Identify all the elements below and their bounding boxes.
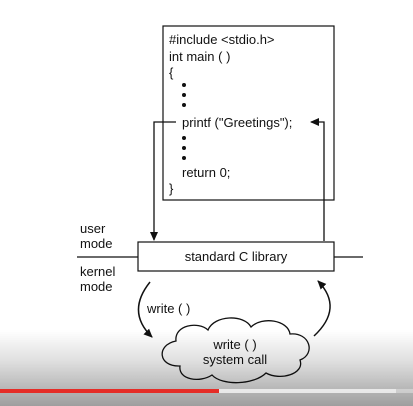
library-label: standard C library <box>185 249 288 264</box>
system-call-cloud <box>161 317 310 384</box>
dot <box>182 136 186 140</box>
system-call-label-line2: system call <box>203 352 267 367</box>
dot <box>182 103 186 107</box>
call-arrow-down <box>150 121 176 241</box>
write-call-label: write ( ) <box>146 301 190 316</box>
code-line-main: int main ( ) <box>169 49 230 64</box>
dot <box>182 83 186 87</box>
kernel-mode-label-line2: mode <box>80 279 113 294</box>
code-ellipsis-dots <box>182 83 186 160</box>
code-line-return: return 0; <box>182 165 230 180</box>
write-curve-arrow-down <box>137 281 153 338</box>
dot <box>182 93 186 97</box>
code-line-close-brace: } <box>169 181 174 196</box>
return-arrow-up <box>310 118 325 241</box>
dot <box>182 156 186 160</box>
library-box <box>137 241 335 272</box>
code-line-include: #include <stdio.h> <box>169 32 275 47</box>
code-line-open-brace: { <box>169 65 174 80</box>
system-call-label-line1: write ( ) <box>212 337 256 352</box>
user-mode-label-line1: user <box>80 221 106 236</box>
video-progress-bar[interactable] <box>0 389 413 393</box>
kernel-mode-label-line1: kernel <box>80 264 116 279</box>
return-curve-arrow-up <box>313 280 331 337</box>
code-line-printf: printf ("Greetings"); <box>182 115 292 130</box>
video-progress-played <box>0 389 219 393</box>
code-box <box>162 25 335 201</box>
dot <box>182 146 186 150</box>
user-mode-label-line2: mode <box>80 236 113 251</box>
